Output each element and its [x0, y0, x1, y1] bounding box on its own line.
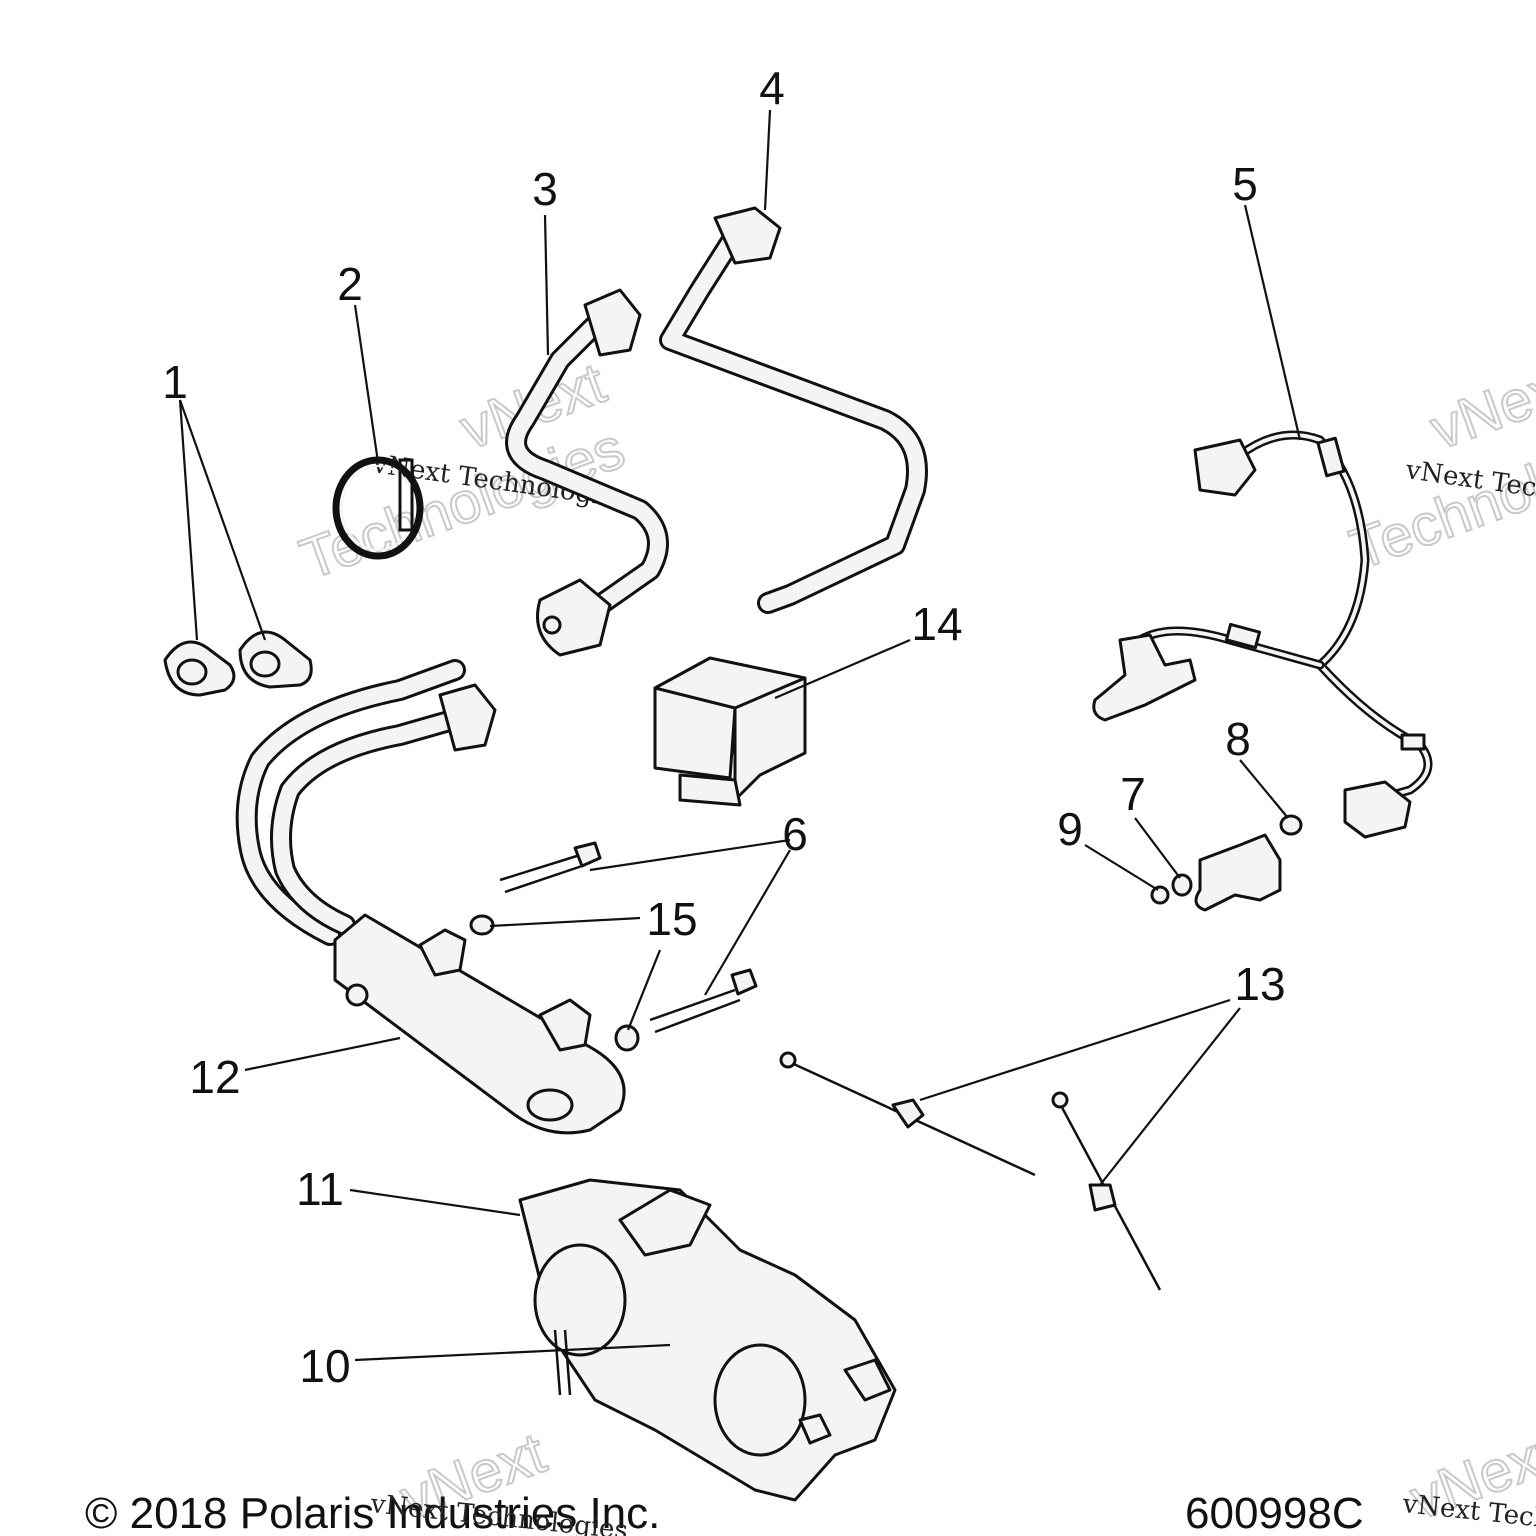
callout-15: 15 [646, 893, 697, 945]
callout-8: 8 [1225, 713, 1251, 765]
copyright-text: © 2018 Polaris Industries Inc. [85, 1489, 660, 1536]
leader-lines [178, 109, 1302, 1362]
part-bolts [499, 841, 758, 1034]
diagram-number: 600998C [1185, 1489, 1364, 1536]
part-cable-ties [779, 1051, 1162, 1291]
part-foam-block [653, 656, 807, 807]
callout-6: 6 [782, 808, 808, 860]
callout-1: 1 [162, 356, 188, 408]
callout-3: 3 [532, 163, 558, 215]
part-fuel-hose-4 [659, 206, 928, 614]
callout-14: 14 [911, 598, 962, 650]
callout-9: 9 [1057, 803, 1083, 855]
callout-12: 12 [189, 1051, 240, 1103]
callout-13: 13 [1234, 958, 1285, 1010]
callout-2: 2 [337, 258, 363, 310]
part-hose-clamps [163, 630, 313, 697]
callout-10: 10 [299, 1340, 350, 1392]
part-fuel-hose-3 [505, 288, 669, 657]
callout-4: 4 [759, 62, 785, 114]
callout-5: 5 [1232, 158, 1258, 210]
part-wiring-harness [1092, 430, 1433, 839]
part-fuel-rail [235, 659, 626, 1135]
callout-11: 11 [296, 1163, 344, 1215]
callout-labels: 1 2 3 4 5 6 7 8 9 10 11 12 13 14 15 [162, 62, 1285, 1392]
part-injector [1150, 814, 1303, 912]
watermark-text: vNext [1422, 350, 1536, 462]
part-throttle-body [518, 1178, 897, 1502]
callout-7: 7 [1120, 768, 1146, 820]
